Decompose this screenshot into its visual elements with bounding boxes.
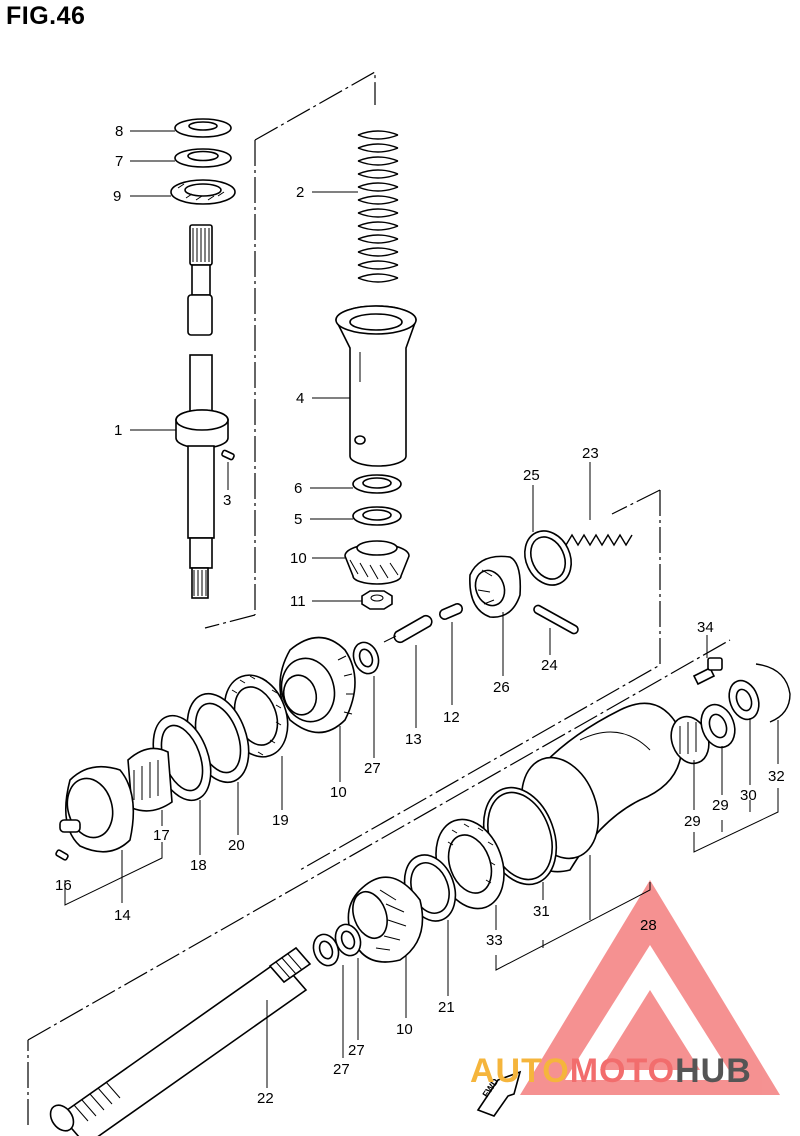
assembly-boundary-middle — [299, 489, 661, 871]
thrust-washer-7 — [174, 148, 232, 168]
watermark-part-hub: HUB — [675, 1052, 752, 1090]
callout-13: 13 — [405, 731, 422, 748]
callout-18: 19 — [272, 812, 289, 829]
watermark-logo — [520, 880, 780, 1095]
callout-25: 22 — [257, 1090, 274, 1107]
bolt-34 — [692, 657, 723, 686]
callout-4: 4 — [296, 390, 304, 407]
shim-17 — [152, 714, 212, 802]
callout-28: 28 — [640, 917, 657, 934]
push-rod-13 — [383, 614, 433, 644]
leader-lines — [64, 130, 779, 1088]
retainer-32 — [755, 663, 791, 723]
callout-2: 2 — [296, 184, 304, 201]
thrust-washer-8 — [174, 118, 232, 138]
callout-10-upper: 10 — [290, 550, 307, 567]
callout-1: 1 — [114, 422, 122, 439]
callout-16: 17 — [153, 827, 170, 844]
nut-11 — [361, 590, 393, 610]
driveshaft-1 — [175, 224, 229, 599]
callout-14: 14 — [114, 907, 131, 924]
sleeve-4 — [335, 305, 417, 467]
callout-11: 11 — [290, 593, 306, 610]
clutch-24 — [469, 555, 522, 618]
callout-7: 7 — [115, 153, 123, 170]
callout-19: 20 — [228, 837, 245, 854]
pin-15 — [55, 849, 69, 861]
figure-title: FIG.46 — [6, 2, 86, 30]
callout-17: 18 — [190, 857, 207, 874]
spring-21 — [565, 533, 633, 547]
pin-22 — [533, 604, 579, 635]
reverse-gear-10-lower — [347, 876, 424, 963]
callout-12: 12 — [443, 709, 460, 726]
callout-33: 33 — [486, 932, 503, 949]
callout-20: 21 — [438, 999, 455, 1016]
watermark-part-moto: MOTO — [569, 1052, 676, 1090]
callout-31: 30 — [740, 787, 757, 804]
spring-2 — [357, 130, 399, 283]
pinion-gear-10-upper — [344, 540, 410, 585]
washer-6 — [352, 474, 402, 494]
callout-23: 25 — [523, 467, 540, 484]
washer-27b — [312, 933, 340, 967]
callout-10-lower: 10 — [396, 1021, 413, 1038]
callout-5: 5 — [294, 511, 302, 528]
bearing-16 — [127, 747, 173, 812]
callout-29a: 29 — [684, 813, 701, 830]
callout-27b: 27 — [333, 1061, 350, 1078]
callout-8: 8 — [115, 123, 123, 140]
callout-24: 26 — [493, 679, 510, 696]
callout-30: 31 — [533, 903, 550, 920]
callout-10-middle: 10 — [330, 784, 347, 801]
thrust-bearing-9 — [170, 179, 236, 205]
watermark-text: AUTOMOTOHUB — [470, 1052, 752, 1091]
callout-15: 16 — [55, 877, 72, 894]
callout-27a: 27 — [348, 1042, 365, 1059]
callout-9: 9 — [113, 188, 121, 205]
bearing-29b — [700, 703, 736, 749]
pin-12 — [439, 603, 463, 620]
callout-26: 27 — [364, 760, 381, 777]
seal-31 — [728, 679, 760, 721]
propeller-shaft-25 — [49, 946, 312, 1136]
callout-21: 23 — [582, 445, 599, 462]
assembly-boundary-upper — [204, 70, 376, 629]
callout-3: 3 — [223, 492, 231, 509]
watermark-part-auto: AUTO — [470, 1052, 570, 1090]
washer-27a — [334, 923, 362, 957]
assembly-boundary-lower — [27, 639, 731, 1125]
pin-3 — [221, 449, 235, 461]
callout-32: 32 — [768, 768, 785, 785]
callout-29b: 29 — [712, 797, 729, 814]
callout-34: 34 — [697, 619, 714, 636]
shim-26 — [352, 641, 380, 675]
callout-labels: 8 7 9 2 1 3 4 6 5 10 11 25 23 24 26 12 1… — [55, 123, 785, 1107]
forward-gear-10-middle — [279, 636, 356, 734]
callout-6: 6 — [294, 480, 302, 497]
housing-14 — [59, 765, 135, 853]
washer-5 — [352, 506, 402, 526]
callout-22: 24 — [541, 657, 558, 674]
bearing-33 — [435, 818, 505, 910]
oring-23 — [524, 530, 572, 586]
